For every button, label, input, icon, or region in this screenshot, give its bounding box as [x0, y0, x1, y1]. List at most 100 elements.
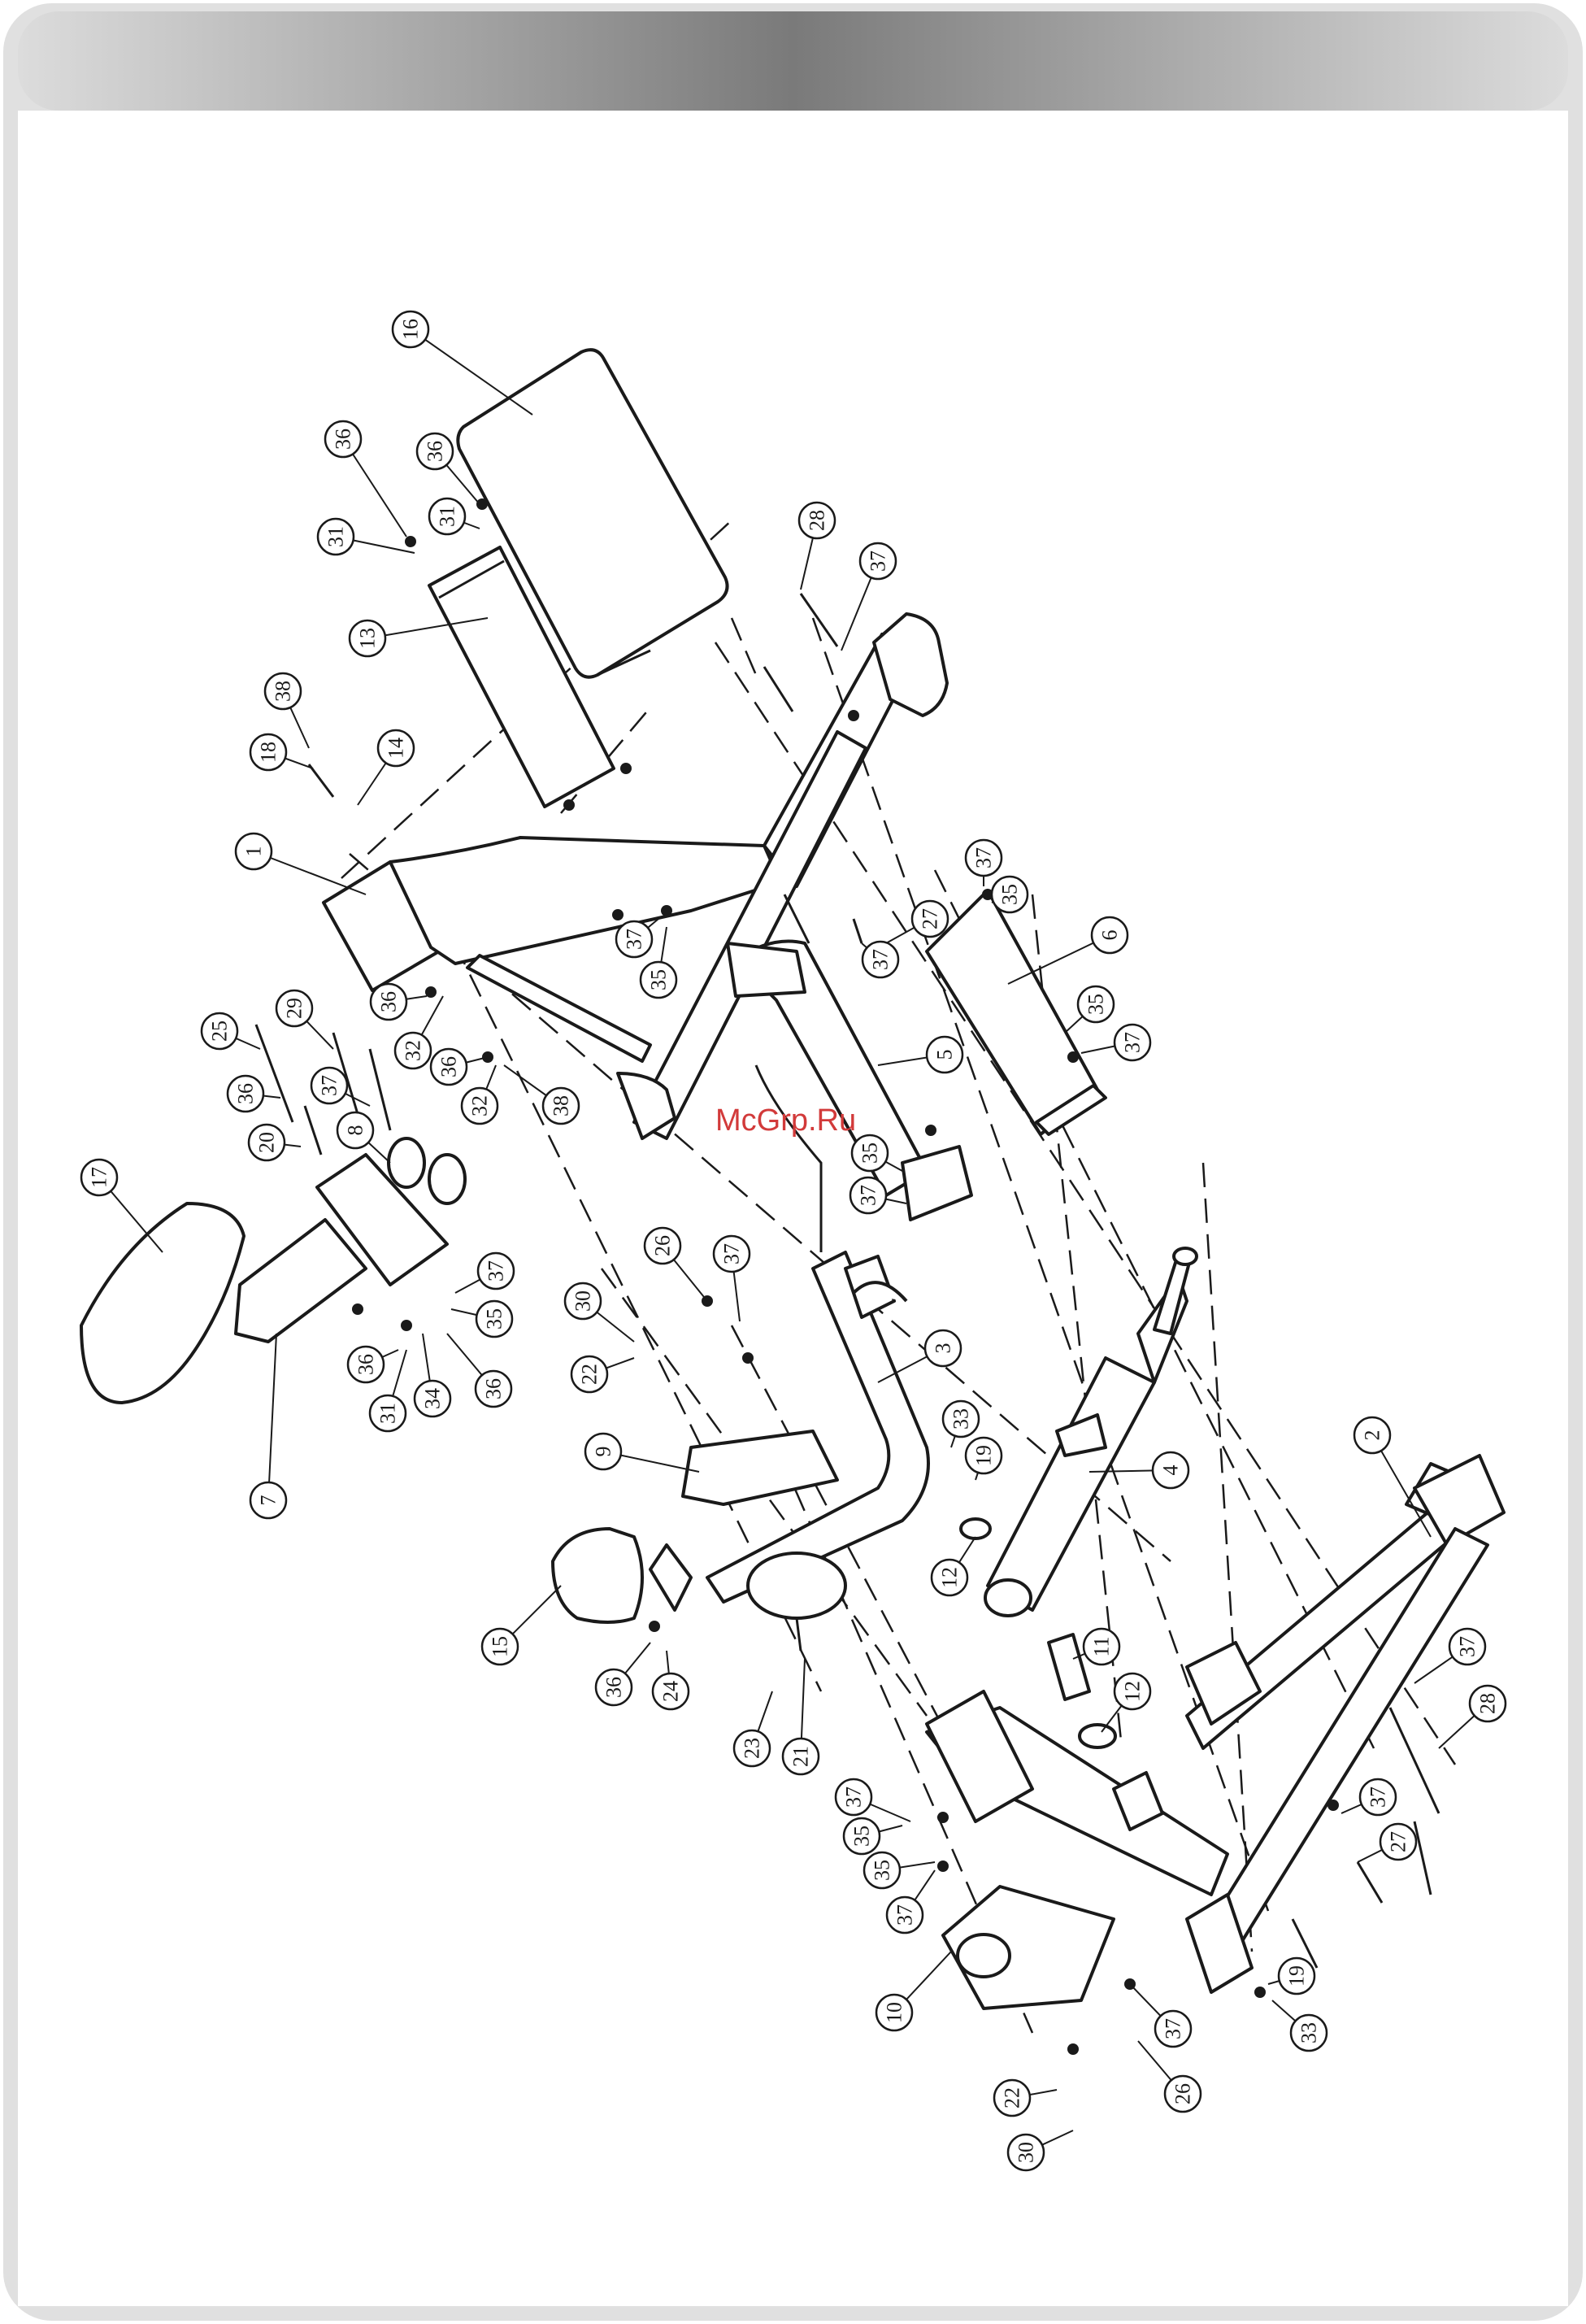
callout-37: 37 [311, 1068, 370, 1106]
callout-number: 35 [998, 884, 1022, 905]
bolt [854, 919, 862, 943]
callout-number: 22 [578, 1364, 602, 1385]
callout-19: 19 [966, 1438, 1002, 1480]
callout-number: 35 [1084, 994, 1108, 1015]
nut [649, 1621, 660, 1632]
pivot-arm-bracket [728, 943, 805, 996]
callout-number: 22 [1001, 2087, 1024, 2109]
callout-number: 21 [789, 1746, 813, 1767]
callout-number: 4 [1159, 1465, 1183, 1476]
callout-34: 34 [415, 1334, 450, 1417]
nut [352, 1303, 363, 1315]
callout-5: 5 [878, 1037, 962, 1073]
callout-number: 32 [402, 1040, 425, 1061]
callout-number: 8 [344, 1125, 367, 1136]
callout-10: 10 [876, 1952, 951, 2030]
callout-15: 15 [482, 1586, 561, 1665]
foot-pad [553, 1529, 642, 1622]
callout-number: 15 [489, 1636, 512, 1657]
callout-number: 18 [257, 742, 280, 763]
callout-number: 36 [377, 991, 401, 1012]
callout-number: 13 [356, 628, 380, 649]
callout-number: 35 [850, 1826, 874, 1847]
callout-22: 22 [994, 2080, 1057, 2116]
callout-number: 28 [1476, 1693, 1500, 1714]
nut [742, 1352, 754, 1364]
nut [848, 710, 859, 721]
callout-28: 28 [799, 503, 835, 590]
callout-number: 20 [255, 1132, 279, 1153]
callout-28: 28 [1439, 1686, 1506, 1748]
callout-21: 21 [783, 1659, 819, 1774]
roller-left [389, 1138, 424, 1187]
callout-number: 36 [602, 1677, 626, 1698]
callout-number: 37 [484, 1260, 508, 1282]
watermark: McGrp.Ru [715, 1103, 856, 1138]
callout-9: 9 [585, 1434, 699, 1472]
callout-35: 35 [451, 1301, 512, 1337]
callout-22: 22 [571, 1356, 634, 1392]
callout-30: 30 [565, 1283, 634, 1342]
callout-number: 36 [437, 1056, 461, 1077]
tube-clamp [1057, 1415, 1106, 1456]
callout-30: 30 [1008, 2130, 1073, 2170]
bolt [1390, 1708, 1439, 1813]
post-cap [1174, 1248, 1197, 1264]
callout-37: 37 [1081, 1025, 1150, 1060]
callout-35: 35 [864, 1852, 935, 1888]
nut [925, 1125, 936, 1136]
nut [476, 498, 488, 510]
callout-37: 37 [1341, 1779, 1396, 1815]
callout-25: 25 [202, 1013, 260, 1049]
callout-number: 37 [857, 1185, 880, 1206]
callout-number: 11 [1090, 1636, 1114, 1656]
callout-1: 1 [236, 833, 366, 894]
bolt [1414, 1821, 1431, 1895]
callout-number: 37 [1121, 1032, 1145, 1053]
callout-number: 37 [842, 1787, 866, 1808]
foot-pad-bracket [650, 1545, 691, 1610]
callout-20: 20 [249, 1125, 301, 1160]
tube-bottom [985, 1580, 1031, 1616]
nut [1067, 1051, 1079, 1063]
vertical-tube [988, 1358, 1154, 1610]
callout-33: 33 [1272, 2000, 1327, 2051]
callout-number: 36 [424, 441, 447, 462]
callout-number: 31 [376, 1403, 400, 1424]
callout-number: 26 [1171, 2083, 1195, 2104]
callout-number: 19 [972, 1445, 996, 1466]
main-seat-frame [390, 838, 780, 964]
nut [937, 1861, 949, 1872]
callout-number: 9 [592, 1447, 615, 1457]
nut [405, 536, 416, 547]
callout-27: 27 [1358, 1824, 1416, 1862]
callout-number: 26 [651, 1235, 675, 1256]
callout-29: 29 [276, 990, 333, 1049]
bolt [370, 1049, 390, 1130]
callout-36: 36 [348, 1347, 398, 1382]
callout-number: 38 [272, 681, 295, 702]
callout-36: 36 [371, 984, 427, 1020]
callout-number: 25 [208, 1021, 232, 1042]
nut [612, 909, 624, 920]
callout-number: 36 [332, 429, 355, 450]
callout-37: 37 [1130, 1984, 1191, 2047]
rear-plate-hub [958, 1934, 1010, 1977]
callout-number: 2 [1361, 1430, 1384, 1441]
callout-number: 37 [1367, 1787, 1390, 1808]
callout-leader [411, 329, 532, 415]
bolt [305, 1106, 321, 1155]
callout-number: 12 [938, 1567, 962, 1588]
callout-37: 37 [836, 1779, 910, 1821]
callout-31: 31 [429, 498, 480, 534]
washer-12b [1080, 1725, 1115, 1747]
weight-disc-holder [748, 1553, 845, 1618]
callout-26: 26 [1138, 2041, 1201, 2112]
nut [620, 763, 632, 774]
callout-number: 37 [623, 929, 646, 950]
callout-number: 14 [385, 738, 408, 759]
callout-number: 24 [659, 1681, 683, 1702]
main-tube [707, 1252, 928, 1602]
callout-37: 37 [455, 1253, 514, 1293]
callout-number: 36 [354, 1354, 378, 1375]
